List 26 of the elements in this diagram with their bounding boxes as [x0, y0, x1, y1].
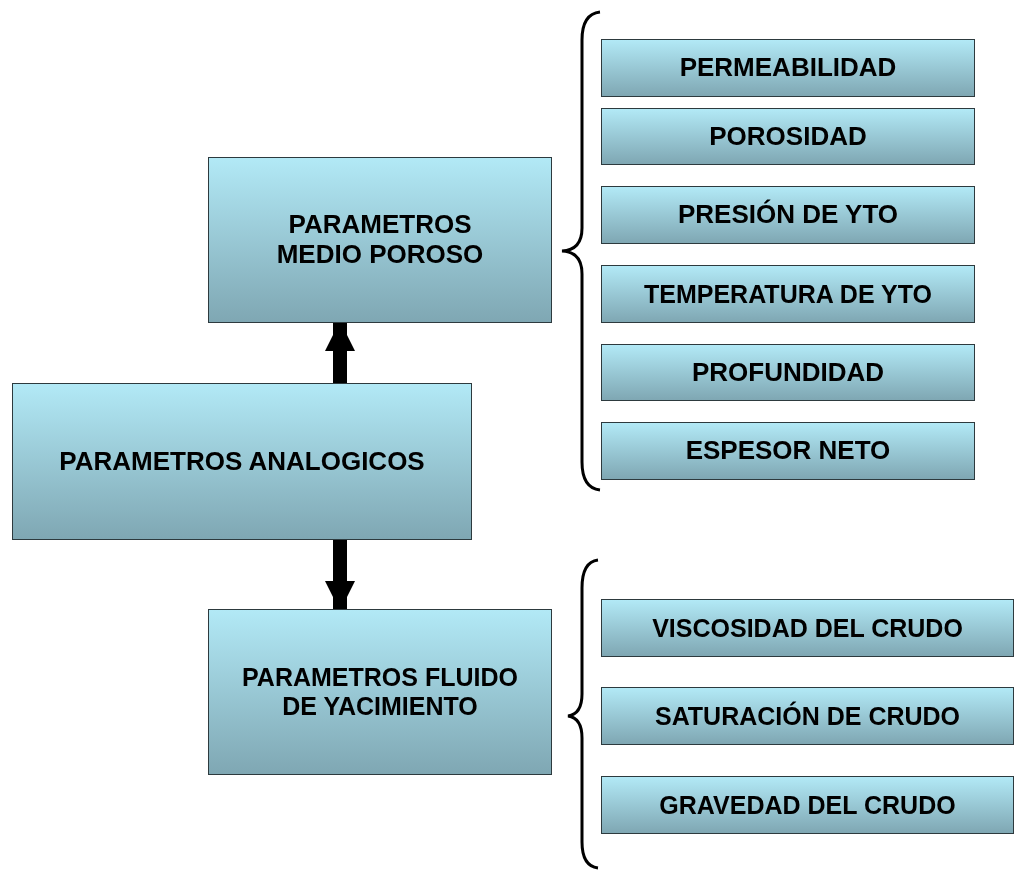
box-label: TEMPERATURA DE YTO — [643, 279, 933, 309]
process-box — [601, 599, 1014, 657]
box-label: ESPESOR NETO — [684, 436, 892, 466]
box-label: PRESIÓN DE YTO — [676, 200, 900, 230]
arrow — [325, 540, 355, 611]
process-box — [601, 108, 975, 165]
box-label: SATURACIÓN DE CRUDO — [653, 701, 962, 731]
process-box — [208, 157, 552, 323]
box-label: PARAMETROS MEDIO POROSO — [275, 210, 485, 270]
process-box — [601, 186, 975, 244]
process-box — [601, 776, 1014, 834]
process-box — [601, 422, 975, 480]
process-box — [208, 609, 552, 775]
box-label: GRAVEDAD DEL CRUDO — [658, 790, 957, 820]
process-box — [601, 687, 1014, 745]
process-box — [601, 39, 975, 97]
process-box — [601, 265, 975, 323]
box-label: PARAMETROS ANALOGICOS — [58, 446, 426, 477]
box-label: POROSIDAD — [708, 121, 868, 152]
arrow — [325, 321, 355, 383]
box-label: PARAMETROS FLUIDO DE YACIMIENTO — [241, 663, 519, 721]
process-box — [601, 344, 975, 401]
box-label: PERMEABILIDAD — [678, 53, 898, 83]
process-box — [12, 383, 472, 540]
box-label: PROFUNDIDAD — [690, 357, 886, 388]
box-label: VISCOSIDAD DEL CRUDO — [651, 613, 964, 643]
